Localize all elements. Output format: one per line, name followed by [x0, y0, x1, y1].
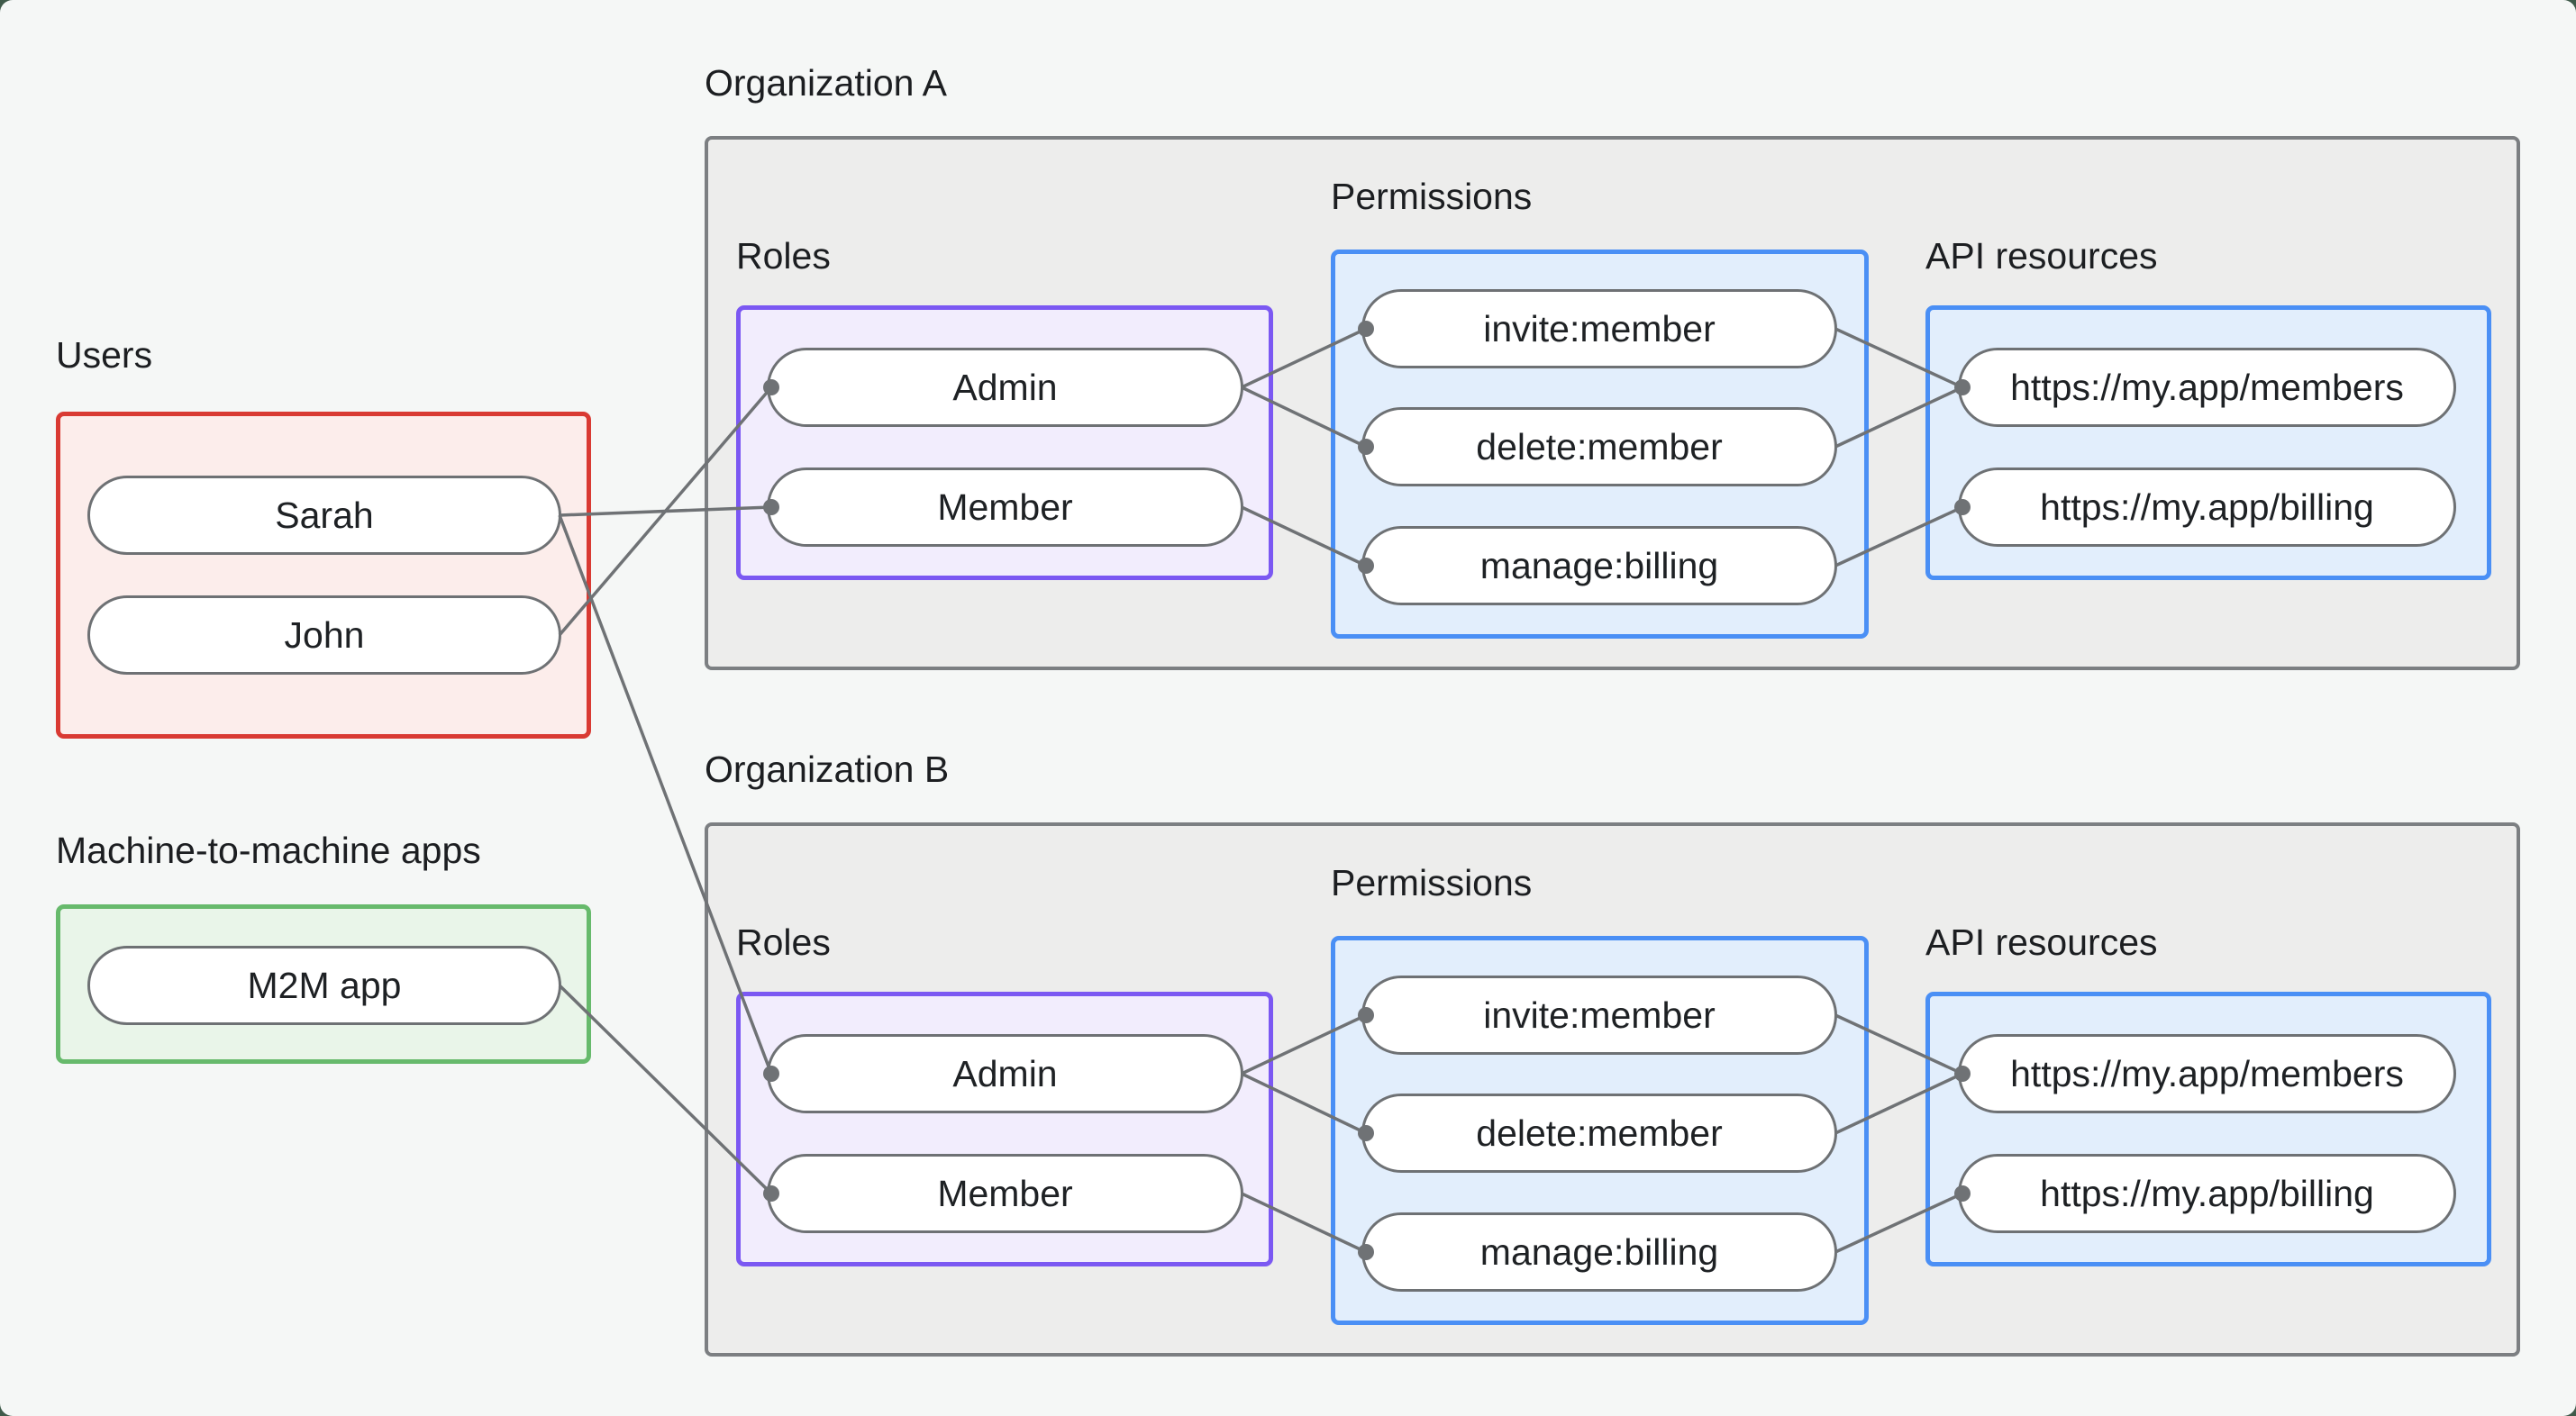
org-b-permission-invite: invite:member: [1361, 976, 1837, 1055]
org-a-roles-label: Roles: [736, 235, 831, 277]
org-b-role-admin: Admin: [767, 1034, 1243, 1113]
org-a-resource-members: https://my.app/members: [1958, 348, 2456, 427]
org-b-api-resources-label: API resources: [1925, 921, 2158, 963]
org-a-permission-manage: manage:billing: [1361, 526, 1837, 605]
org-a-title: Organization A: [705, 62, 947, 104]
org-b-resource-members: https://my.app/members: [1958, 1034, 2456, 1113]
org-a-permission-invite: invite:member: [1361, 289, 1837, 368]
users-label: Users: [56, 334, 153, 376]
m2m-app-node: M2M app: [87, 946, 561, 1025]
org-a-role-admin: Admin: [767, 348, 1243, 427]
org-a-role-member: Member: [767, 467, 1243, 547]
org-a-permission-delete: delete:member: [1361, 407, 1837, 486]
org-b-resource-billing: https://my.app/billing: [1958, 1154, 2456, 1233]
org-b-permission-manage: manage:billing: [1361, 1212, 1837, 1292]
user-node-john: John: [87, 595, 561, 675]
org-a-api-resources-label: API resources: [1925, 235, 2158, 277]
org-b-permission-delete: delete:member: [1361, 1094, 1837, 1173]
org-b-roles-label: Roles: [736, 921, 831, 963]
users-group-box: [56, 412, 591, 739]
user-node-sarah: Sarah: [87, 476, 561, 555]
org-b-permissions-label: Permissions: [1331, 862, 1533, 903]
org-a-resource-billing: https://my.app/billing: [1958, 467, 2456, 547]
org-b-title: Organization B: [705, 749, 950, 790]
m2m-label: Machine-to-machine apps: [56, 830, 481, 871]
org-a-permissions-label: Permissions: [1331, 176, 1533, 217]
org-b-role-member: Member: [767, 1154, 1243, 1233]
